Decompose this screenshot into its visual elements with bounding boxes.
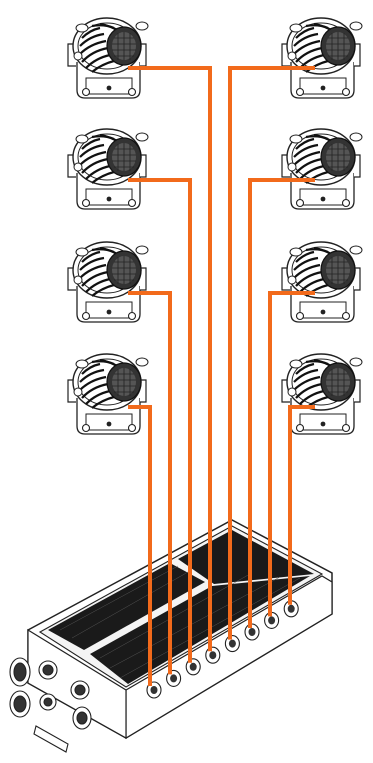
output-port-icon — [225, 636, 239, 652]
light-fixture-icon — [68, 129, 148, 209]
light-fixture-icon — [68, 18, 148, 98]
light-fixture-icon — [282, 18, 362, 98]
fixtures — [68, 18, 362, 434]
light-fixture-icon — [282, 242, 362, 322]
light-fixture-icon — [282, 354, 362, 434]
light-fixture-icon — [68, 354, 148, 434]
light-fixture-icon — [68, 242, 148, 322]
output-port-icon — [206, 647, 220, 663]
light-fixture-icon — [282, 129, 362, 209]
